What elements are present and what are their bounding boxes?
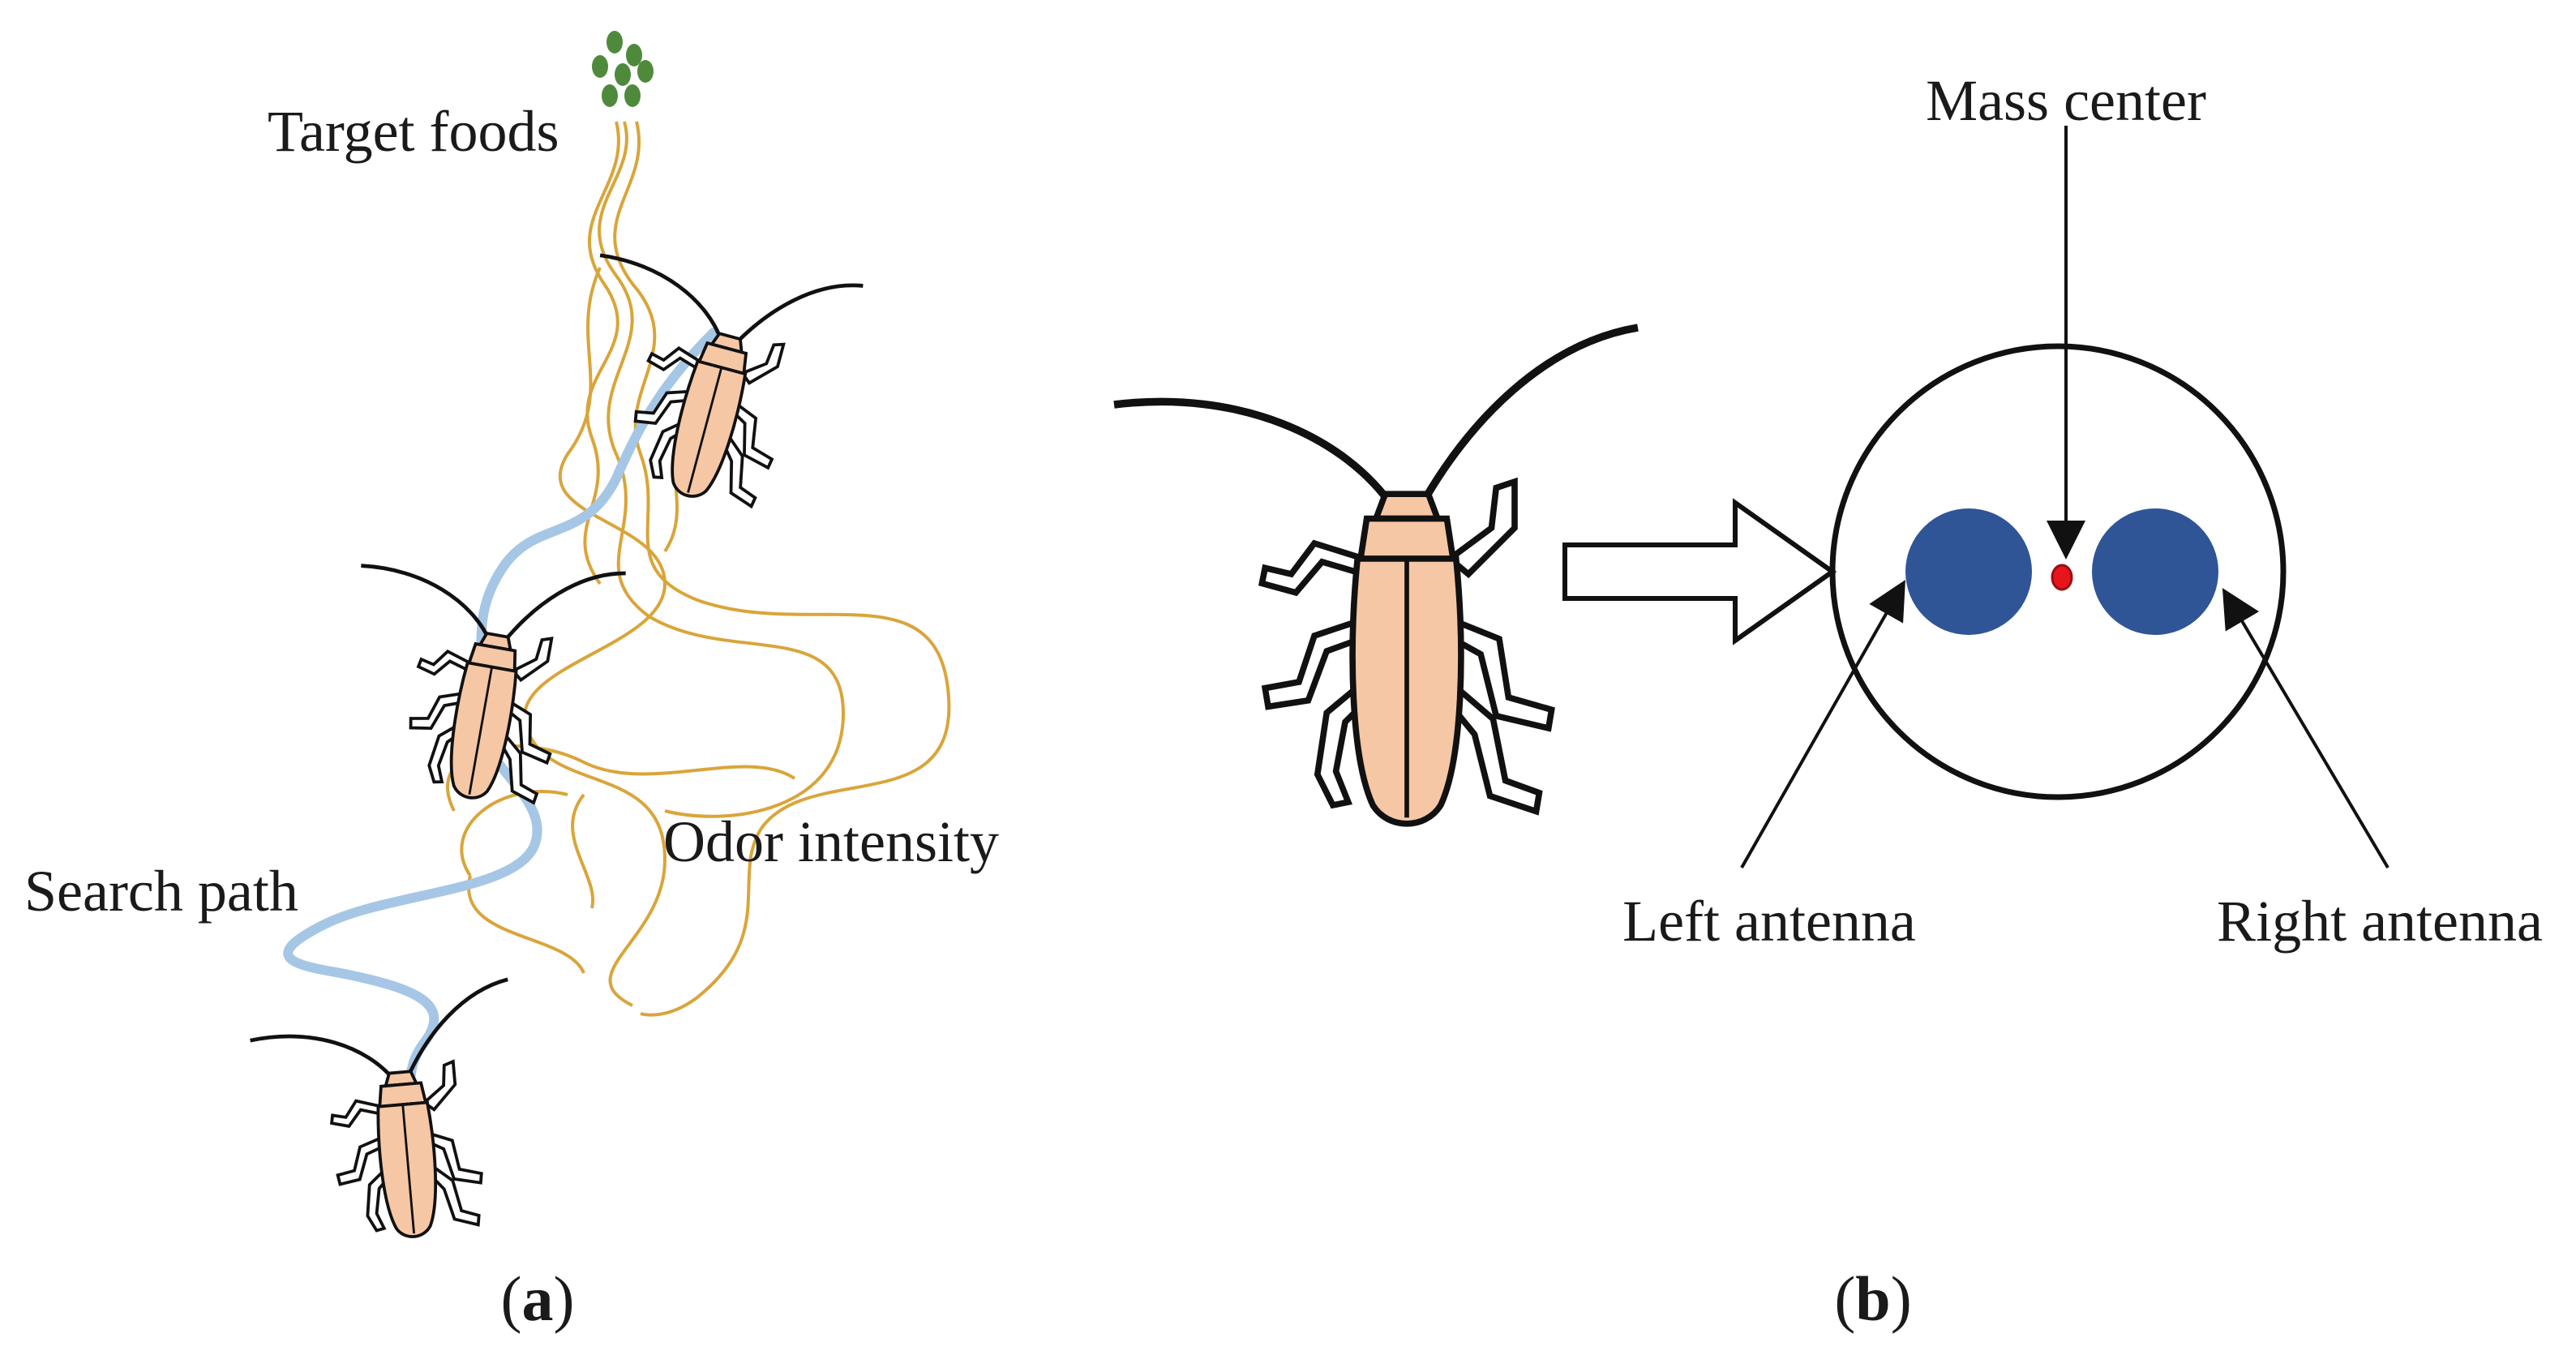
- transform-arrow: [1562, 498, 1837, 645]
- left-antenna-label: Left antenna: [1622, 889, 1916, 954]
- right-antenna-arrow: [2222, 588, 2390, 869]
- right-antenna-label: Right antenna: [2217, 889, 2543, 954]
- odor-intensity-label: Odor intensity: [663, 809, 999, 874]
- search-path-label: Search path: [24, 859, 298, 924]
- search-path-line: [283, 328, 718, 1108]
- panel-a: Target foods Odor intensity Search path …: [24, 31, 999, 1334]
- right-antenna-disc: [2092, 508, 2218, 635]
- left-antenna-arrow: [1740, 580, 1905, 868]
- panel-b: Mass center Left antenna Right antenna (…: [1114, 68, 2543, 1334]
- mass-center-dot: [2051, 564, 2073, 591]
- insect-icon-bottom: [246, 980, 529, 1250]
- target-foods-label: Target foods: [268, 99, 559, 164]
- target-food-dots: [592, 31, 654, 107]
- mass-center-label: Mass center: [1926, 68, 2206, 133]
- sensing-circle: [1829, 343, 2287, 800]
- odor-plume: [446, 121, 951, 1017]
- left-antenna-disc: [1905, 508, 2032, 635]
- insect-icon-large: [1114, 328, 1638, 824]
- panel-b-caption: (b): [1834, 1263, 1911, 1334]
- panel-a-caption: (a): [501, 1263, 575, 1334]
